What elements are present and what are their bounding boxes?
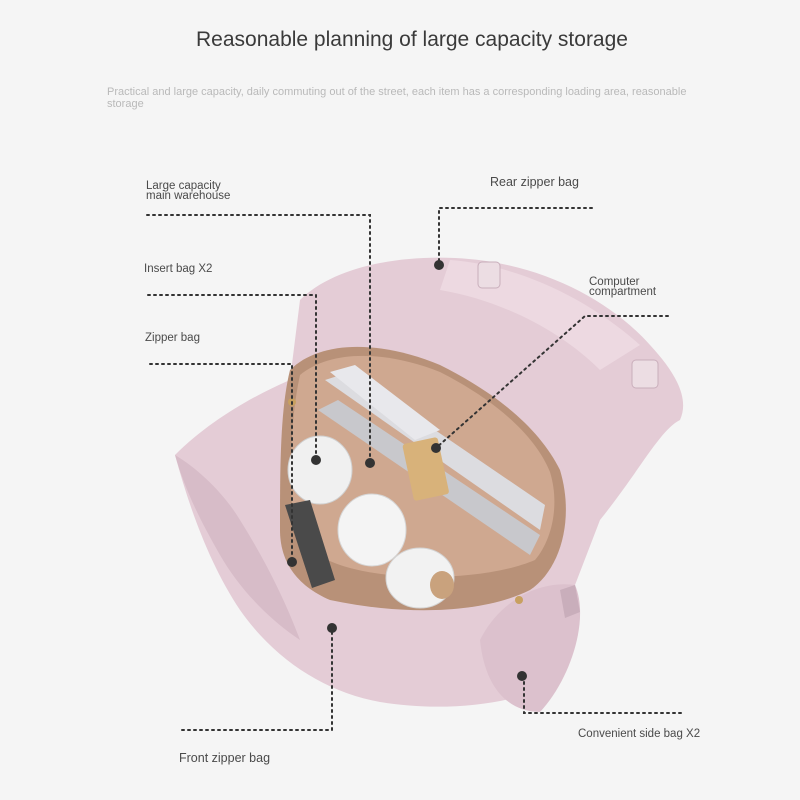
callout-dot <box>365 458 375 468</box>
callout-dots <box>287 260 527 681</box>
callout-dot <box>311 455 321 465</box>
callout-insert-bag: Insert bag X2 <box>144 263 213 275</box>
callout-text: compartment <box>589 286 657 298</box>
small-device <box>285 500 335 588</box>
leader-insert-bag <box>147 294 317 461</box>
leader-computer-compartment <box>435 315 669 449</box>
page-title: Reasonable planning of large capacity st… <box>196 28 628 51</box>
strap-tab <box>402 437 449 501</box>
open-compartment <box>280 346 566 611</box>
callout-text: Computer <box>589 276 640 288</box>
side-pocket <box>480 584 581 712</box>
callout-dot <box>327 623 337 633</box>
leader-main-warehouse <box>146 214 371 464</box>
callout-dot <box>517 671 527 681</box>
callout-side-bag: Convenient side bag X2 <box>578 728 701 740</box>
callout-rear-zipper-bag: Rear zipper bag <box>490 175 579 189</box>
leader-side-bag <box>523 675 682 714</box>
callout-text: main warehouse <box>146 190 231 202</box>
callout-main-warehouse: Large capacity main warehouse <box>146 180 231 202</box>
buckle <box>477 261 501 289</box>
leader-zipper-bag <box>149 363 293 563</box>
callout-text: Large capacity <box>146 180 221 192</box>
round-container <box>337 493 407 567</box>
leader-rear-zipper-bag <box>438 207 593 263</box>
callout-dot <box>431 443 441 453</box>
callout-zipper-bag: Zipper bag <box>145 332 200 344</box>
callout-dot <box>434 260 444 270</box>
leader-lines <box>146 207 682 731</box>
callout-dot <box>287 557 297 567</box>
page-subtitle: Practical and large capacity, daily comm… <box>107 86 687 110</box>
leader-front-zipper-bag <box>181 627 333 731</box>
round-container <box>287 435 353 505</box>
callout-front-zipper-bag: Front zipper bag <box>179 751 271 765</box>
buckle <box>631 359 659 389</box>
callout-computer-compartment: Computer compartment <box>589 276 657 298</box>
zipper-pull <box>515 596 523 604</box>
